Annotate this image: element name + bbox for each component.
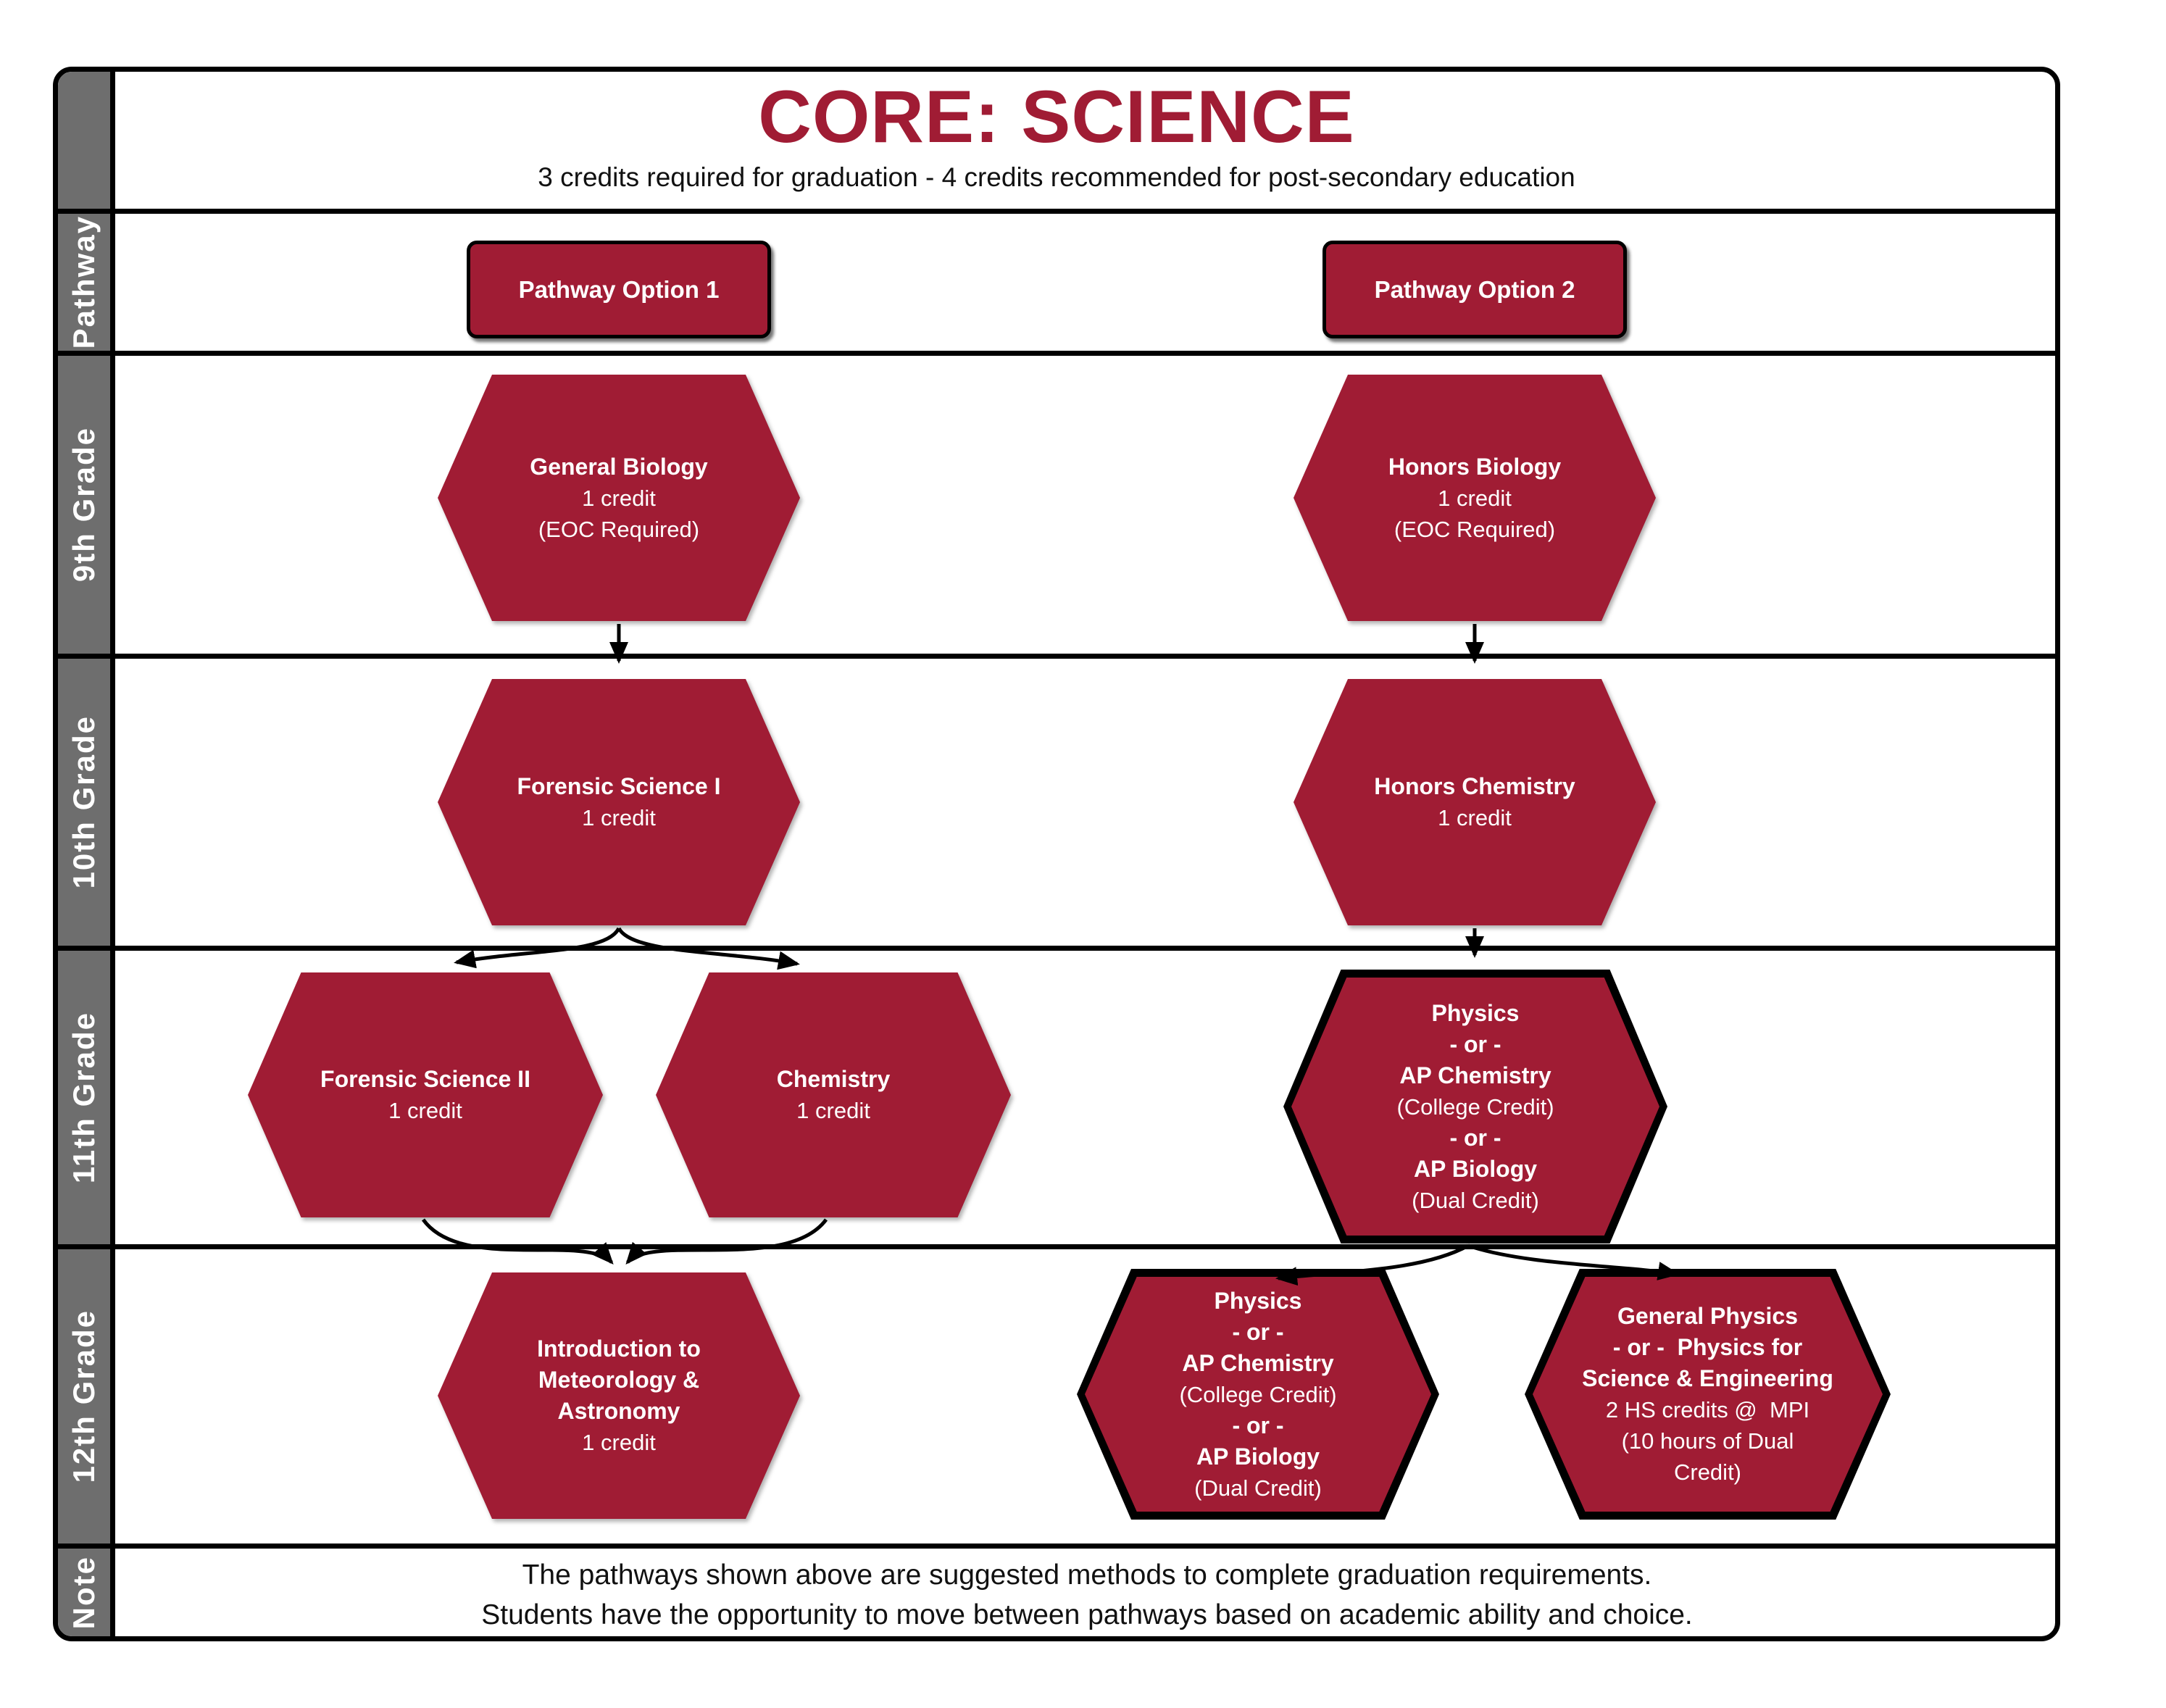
note-line-2: Students have the opportunity to move be… [481, 1599, 1693, 1630]
row-label-cell-note: Note [58, 1549, 115, 1636]
course-credit: 1 credit [582, 805, 656, 830]
course-detail: (Dual Credit) [1194, 1475, 1322, 1501]
course-detail: (College Credit) [1179, 1381, 1337, 1407]
course-name: Forensic Science II [320, 1066, 530, 1092]
course-detail: (EOC Required) [1394, 516, 1556, 542]
course-credit: 1 credit [388, 1098, 462, 1123]
course-name: - or - Physics for [1612, 1334, 1803, 1360]
or-separator: - or - [1449, 1030, 1501, 1057]
note-text: The pathways shown above are suggested m… [116, 1555, 2058, 1635]
course-name: Physics [1214, 1287, 1302, 1314]
hex-fill [1533, 1277, 1883, 1512]
hex-fill [1085, 1277, 1431, 1512]
row-label-cell-title [58, 72, 115, 209]
row-label-cell-10th: 10th Grade [58, 659, 115, 946]
hex-fill [1294, 375, 1656, 621]
row-title [58, 72, 2055, 209]
course-detail: 2 HS credits @ MPI [1605, 1397, 1810, 1422]
course-detail: (10 hours of Dual [1621, 1428, 1794, 1454]
hex-fill [438, 1272, 800, 1519]
course-name: Science & Engineering [1582, 1365, 1833, 1391]
course-credit: 1 credit [796, 1098, 870, 1123]
hex-fill [438, 375, 800, 621]
course-detail: Credit) [1673, 1459, 1741, 1485]
course-detail: (Dual Credit) [1412, 1187, 1539, 1213]
course-name: General Biology [530, 453, 708, 480]
course-detail: (College Credit) [1396, 1093, 1554, 1120]
course-name: Physics [1431, 999, 1520, 1026]
row-label-cell-11th: 11th Grade [58, 951, 115, 1244]
row-label-cell-12th: 12th Grade [58, 1249, 115, 1544]
course-credit: 1 credit [582, 485, 656, 511]
course-credit: 1 credit [582, 1430, 656, 1455]
course-hex-intro-meteorology-astronomy: Introduction to Meteorology & Astronomy … [438, 1272, 800, 1519]
row-label-10th-grade: 10th Grade [67, 715, 101, 889]
row-pathway: Pathway [58, 209, 2055, 351]
course-name: Forensic Science I [517, 773, 721, 799]
course-name: AP Chemistry [1399, 1062, 1551, 1088]
note-line-1: The pathways shown above are suggested m… [522, 1559, 1652, 1591]
row-label-11th-grade: 11th Grade [67, 1011, 101, 1184]
course-name: Chemistry [776, 1066, 891, 1092]
or-separator: - or - [1449, 1124, 1501, 1151]
row-label-pathway: Pathway [67, 215, 101, 349]
course-hex-general-physics-mpi: General Physics - or - Physics for Scien… [1525, 1269, 1891, 1520]
row-12th-grade: 12th Grade [58, 1244, 2055, 1544]
course-name: Meteorology & Astronomy [538, 1367, 705, 1424]
pathway-option-1-box: Pathway Option 1 [467, 241, 771, 338]
hex-fill [248, 972, 603, 1217]
row-label-cell-9th: 9th Grade [58, 356, 115, 654]
course-name: General Physics [1617, 1303, 1798, 1329]
course-name: Honors Chemistry [1374, 773, 1575, 799]
course-detail: (EOC Required) [538, 516, 700, 542]
hex-fill [656, 972, 1011, 1217]
course-name: Introduction to [537, 1336, 701, 1362]
course-hex-physics-ap-options-12: Physics - or - AP Chemistry (College Cre… [1077, 1269, 1439, 1520]
hex-fill [1291, 978, 1659, 1236]
course-hex-honors-biology: Honors Biology 1 credit (EOC Required) [1294, 375, 1656, 621]
hex-fill [1294, 679, 1656, 925]
course-hex-general-biology: General Biology 1 credit (EOC Required) [438, 375, 800, 621]
row-11th-grade: 11th Grade [58, 946, 2055, 1244]
course-name: AP Chemistry [1182, 1349, 1334, 1376]
course-hex-forensic-science-2: Forensic Science II 1 credit [248, 972, 603, 1217]
pathway-option-1-label: Pathway Option 1 [518, 275, 720, 303]
course-credit: 1 credit [1438, 805, 1512, 830]
flowchart-table: Pathway 9th Grade 10th Grade 11th Grade … [53, 67, 2060, 1641]
course-name: Honors Biology [1388, 453, 1562, 480]
course-name: AP Biology [1413, 1155, 1538, 1182]
pathway-option-2-box: Pathway Option 2 [1322, 241, 1627, 338]
course-hex-forensic-science-1: Forensic Science I 1 credit [438, 679, 800, 925]
row-label-9th-grade: 9th Grade [67, 427, 101, 583]
row-note: Note [58, 1544, 2055, 1636]
or-separator: - or - [1232, 1318, 1284, 1345]
course-credit: 1 credit [1438, 485, 1512, 511]
pathway-option-2-label: Pathway Option 2 [1374, 275, 1575, 303]
row-9th-grade: 9th Grade [58, 351, 2055, 654]
course-hex-honors-chemistry: Honors Chemistry 1 credit [1294, 679, 1656, 925]
course-hex-physics-ap-options-11: Physics - or - AP Chemistry (College Cre… [1283, 970, 1667, 1243]
course-hex-chemistry: Chemistry 1 credit [656, 972, 1011, 1217]
row-label-cell-pathway: Pathway [58, 214, 115, 351]
row-label-12th-grade: 12th Grade [67, 1309, 101, 1483]
row-label-note: Note [67, 1555, 101, 1630]
hex-fill [438, 679, 800, 925]
course-name: AP Biology [1196, 1443, 1320, 1470]
row-10th-grade: 10th Grade [58, 654, 2055, 946]
or-separator: - or - [1232, 1412, 1284, 1438]
